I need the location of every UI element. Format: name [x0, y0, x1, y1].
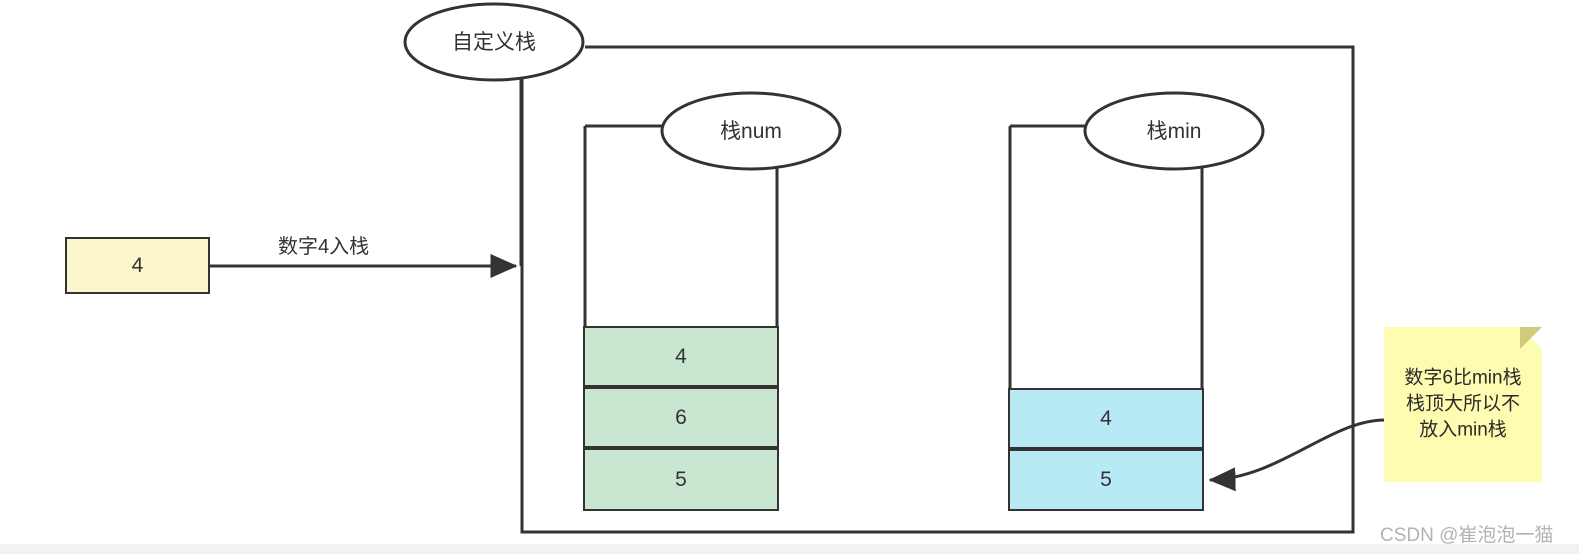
- sticky-note-line: 放入min栈: [1419, 419, 1507, 441]
- min-stack-cell-text: 4: [1100, 406, 1112, 430]
- sticky-note-line: 栈顶大所以不: [1405, 393, 1520, 415]
- input-value-text: 4: [131, 253, 144, 277]
- input-value-box: 4: [65, 237, 210, 294]
- sticky-note-fold-triangle-icon: [1520, 327, 1542, 349]
- bottom-strip: [0, 544, 1579, 554]
- num-stack-cell-text: 5: [675, 467, 687, 491]
- num-stack-cell: 4: [583, 326, 779, 387]
- custom-stack-ellipse: [403, 2, 585, 82]
- min-stack-cell: 4: [1008, 388, 1204, 449]
- watermark: CSDN @崔泡泡一猫: [1380, 525, 1554, 546]
- min-stack-cell-text: 5: [1100, 468, 1112, 491]
- min-stack-cell: 5: [1008, 449, 1204, 511]
- sticky-note-text: 数字6比min栈 栈顶大所以不 放入min栈: [1384, 365, 1542, 444]
- num-stack-ellipse: [660, 91, 842, 171]
- num-stack-cell: 5: [583, 448, 779, 511]
- sticky-note: 数字6比min栈 栈顶大所以不 放入min栈: [1384, 327, 1542, 482]
- num-stack-cell-text: 4: [675, 344, 687, 368]
- num-stack-cell: 6: [583, 387, 779, 448]
- outer-container-outline: [520, 45, 1355, 534]
- input-edge-label: 数字4入栈: [278, 236, 370, 258]
- min-stack-ellipse: [1083, 91, 1265, 171]
- num-stack-cell-text: 6: [675, 405, 687, 429]
- sticky-note-line: 数字6比min栈: [1404, 367, 1522, 389]
- note-arrow: [1208, 418, 1386, 492]
